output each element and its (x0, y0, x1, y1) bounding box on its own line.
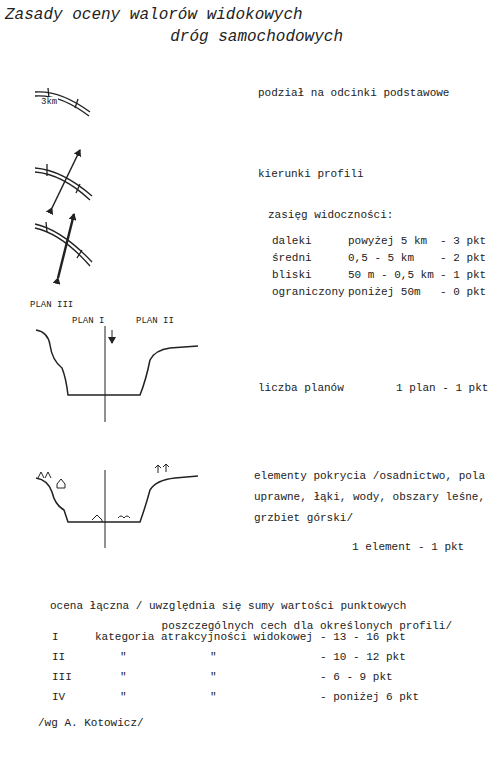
cell: - 3 pkt (440, 234, 486, 248)
note: podział na odcinki podstawowe (258, 86, 449, 100)
note: elementy pokrycia /osadnictwo, pola upra… (254, 466, 496, 529)
cell: II (52, 650, 65, 664)
cell: - 1 pkt (440, 268, 486, 282)
ditto-mark: " (120, 650, 127, 664)
score: 1 plan - 1 pkt (396, 381, 488, 395)
note: ocena łączna / uwzględnia się sumy warto… (50, 596, 452, 636)
cell: 0,5 - 5 km (348, 251, 414, 265)
cell: powyżej 5 km (348, 234, 427, 248)
cell: - 13 - 16 pkt (320, 630, 406, 644)
score: 1 element - 1 pkt (352, 540, 464, 554)
cell: bliski (272, 268, 312, 282)
ditto-mark: " (210, 650, 217, 664)
title: Zasady oceny walorów widokowych dróg sam… (5, 4, 343, 48)
cell: IV (52, 690, 65, 704)
distance-label: 3km (40, 97, 58, 108)
source-note: /wg A. Kotowicz/ (38, 716, 144, 730)
cell: ograniczony (272, 285, 345, 299)
cell: - 10 - 12 pkt (320, 650, 406, 664)
road-segment (35, 88, 90, 116)
ditto-mark: " (120, 690, 127, 704)
plan-label: PLAN II (136, 316, 174, 327)
heading: zasięg widoczności: (268, 208, 393, 222)
cell: - 0 pkt (440, 285, 486, 299)
ditto-mark: " (210, 690, 217, 704)
profile-directions (35, 150, 92, 208)
valley-profile-plans (36, 326, 198, 422)
cell: - poniżej 6 pkt (320, 690, 419, 704)
cell: daleki (272, 234, 312, 248)
cell: średni (272, 251, 312, 265)
cell: I (52, 630, 59, 644)
cell: III (52, 670, 72, 684)
note: liczba planów (258, 381, 344, 395)
cell: - 2 pkt (440, 251, 486, 265)
cell: kategoria atrakcyjności widokowej (95, 630, 313, 644)
ditto-mark: " (120, 670, 127, 684)
cell: poniżej 50m (348, 285, 421, 299)
cell: 50 m - 0,5 km (348, 268, 434, 282)
cell: - 6 - 9 pkt (320, 670, 393, 684)
ditto-mark: " (210, 670, 217, 684)
valley-profile-cover (36, 464, 198, 548)
plan-label: PLAN I (72, 316, 104, 327)
note: kierunki profili (258, 167, 364, 181)
visibility-range (35, 214, 92, 278)
plan-label: PLAN III (30, 300, 73, 311)
